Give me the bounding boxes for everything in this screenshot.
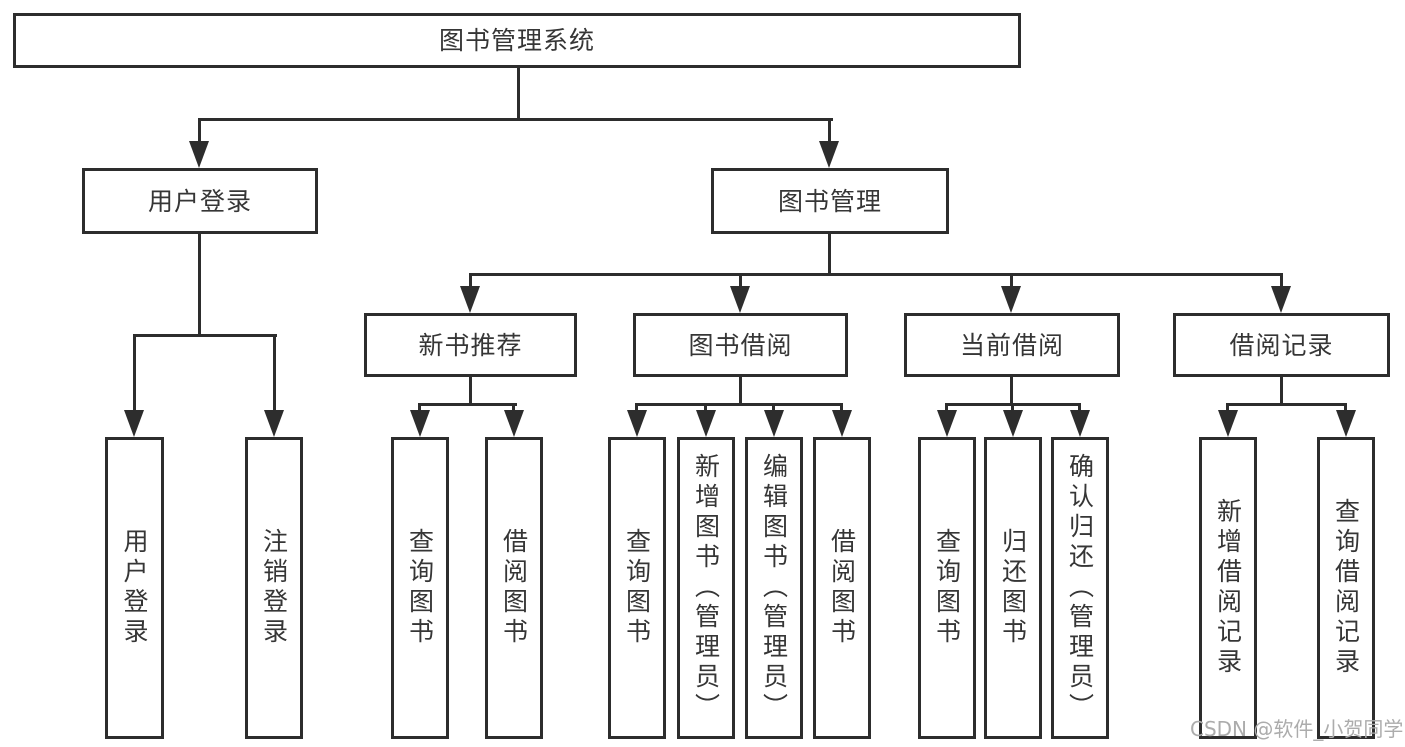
leaf-return-books: 归还图书 [984,437,1042,739]
node-book-borrowing: 图书借阅 [633,313,848,377]
node-book-management: 图书管理 [711,168,949,234]
connector-line [635,403,638,413]
node-library-management-system: 图书管理系统 [13,13,1021,68]
connector-line [469,273,472,287]
connector-line [635,403,843,406]
connector-line [828,118,831,143]
node-user-login: 用户登录 [82,168,318,234]
connector-line [1010,377,1013,404]
connector-line [517,68,520,119]
connector-line [1280,377,1283,404]
arrowhead-down [264,410,284,437]
leaf-borrow-books-borrowing: 借阅图书 [813,437,871,739]
leaf-borrow-books-recommend: 借阅图书 [485,437,543,739]
connector-line [772,403,775,413]
arrowhead-down [189,141,209,168]
arrowhead-down [1001,286,1021,313]
arrowhead-down [937,410,957,437]
arrowhead-down [696,410,716,437]
leaf-query-borrow-record: 查询借阅记录 [1317,437,1375,739]
connector-line [198,118,833,121]
connector-line [198,118,201,143]
connector-line [418,403,517,406]
arrowhead-down [1218,410,1238,437]
connector-line [840,403,843,413]
arrowhead-down [124,410,144,437]
arrowhead-down [1003,410,1023,437]
leaf-query-books-recommend: 查询图书 [391,437,449,739]
node-borrowing-records: 借阅记录 [1173,313,1390,377]
arrowhead-down [1271,286,1291,313]
connector-line [1344,403,1347,413]
connector-line [828,234,831,276]
csdn-watermark: CSDN @软件_小贺同学 [1190,717,1404,741]
leaf-edit-books-admin: 编辑图书（管理员） [745,437,803,739]
leaf-user-login: 用户登录 [105,437,164,739]
connector-line [133,334,277,337]
connector-line [273,334,276,412]
connector-line [739,377,742,404]
connector-line [1078,403,1081,413]
leaf-query-books-current: 查询图书 [918,437,976,739]
arrowhead-down [1070,410,1090,437]
connector-line [1226,403,1347,406]
connector-line [469,273,1283,276]
connector-line [1010,273,1013,287]
arrowhead-down [410,410,430,437]
arrowhead-down [460,286,480,313]
connector-line [1226,403,1229,413]
leaf-confirm-return-admin: 确认归还（管理员） [1051,437,1109,739]
arrowhead-down [730,286,750,313]
connector-line [1011,403,1014,413]
node-current-borrowing: 当前借阅 [904,313,1120,377]
node-new-book-recommendation: 新书推荐 [364,313,577,377]
leaf-logout-login: 注销登录 [245,437,303,739]
connector-line [133,334,136,412]
connector-line [469,377,472,404]
arrowhead-down [764,410,784,437]
connector-line [739,273,742,287]
arrowhead-down [504,410,524,437]
connector-line [704,403,707,413]
arrowhead-down [627,410,647,437]
arrowhead-down [819,141,839,168]
leaf-add-borrow-record: 新增借阅记录 [1199,437,1257,739]
arrowhead-down [1336,410,1356,437]
connector-line [945,403,948,413]
leaf-query-books-borrowing: 查询图书 [608,437,666,739]
connector-line [418,403,421,413]
connector-line [1280,273,1283,287]
leaf-add-books-admin: 新增图书（管理员） [677,437,735,739]
connector-line [512,403,515,413]
arrowhead-down [832,410,852,437]
connector-line [198,234,201,336]
